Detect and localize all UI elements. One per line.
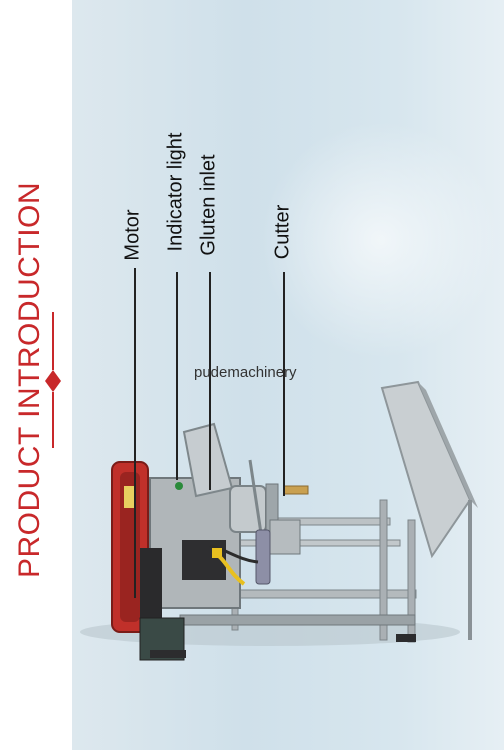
cutter-label: Cutter: [271, 204, 294, 260]
warning-label: [124, 486, 134, 508]
motor-body: [140, 548, 162, 632]
title-rule-top: [52, 312, 54, 370]
cutter-leader-line: [283, 272, 285, 496]
motor-box: [182, 540, 226, 580]
valve-fitting: [212, 548, 222, 558]
frame-base: [179, 614, 416, 626]
motor-leader-line: [134, 268, 136, 598]
title-diamond-icon: [45, 370, 61, 392]
cutter-blade: [283, 485, 309, 495]
tray-edge: [418, 382, 478, 508]
indicator-light-label: Indicator light: [164, 132, 187, 252]
indicator-light-leader-line: [176, 272, 178, 480]
foot-front: [150, 650, 186, 658]
frame-leg-right: [379, 499, 388, 641]
foot-back: [396, 634, 416, 642]
section-title: PRODUCT INTRODUCTION: [13, 181, 46, 579]
gluten-inlet-leader-line: [209, 272, 211, 490]
indicator-lamp: [175, 482, 183, 490]
gluten-inlet-label: Gluten inlet: [197, 154, 220, 256]
title-rule-bottom: [52, 392, 54, 448]
background-glow: [260, 120, 500, 360]
motor-label: Motor: [121, 209, 144, 261]
cutter-rod: [248, 459, 264, 541]
brand-watermark: pudemachinery: [194, 364, 297, 381]
title-band: [0, 0, 72, 750]
air-hose-black: [209, 544, 259, 564]
cutter-block: [269, 519, 301, 555]
air-cylinder: [255, 529, 271, 585]
